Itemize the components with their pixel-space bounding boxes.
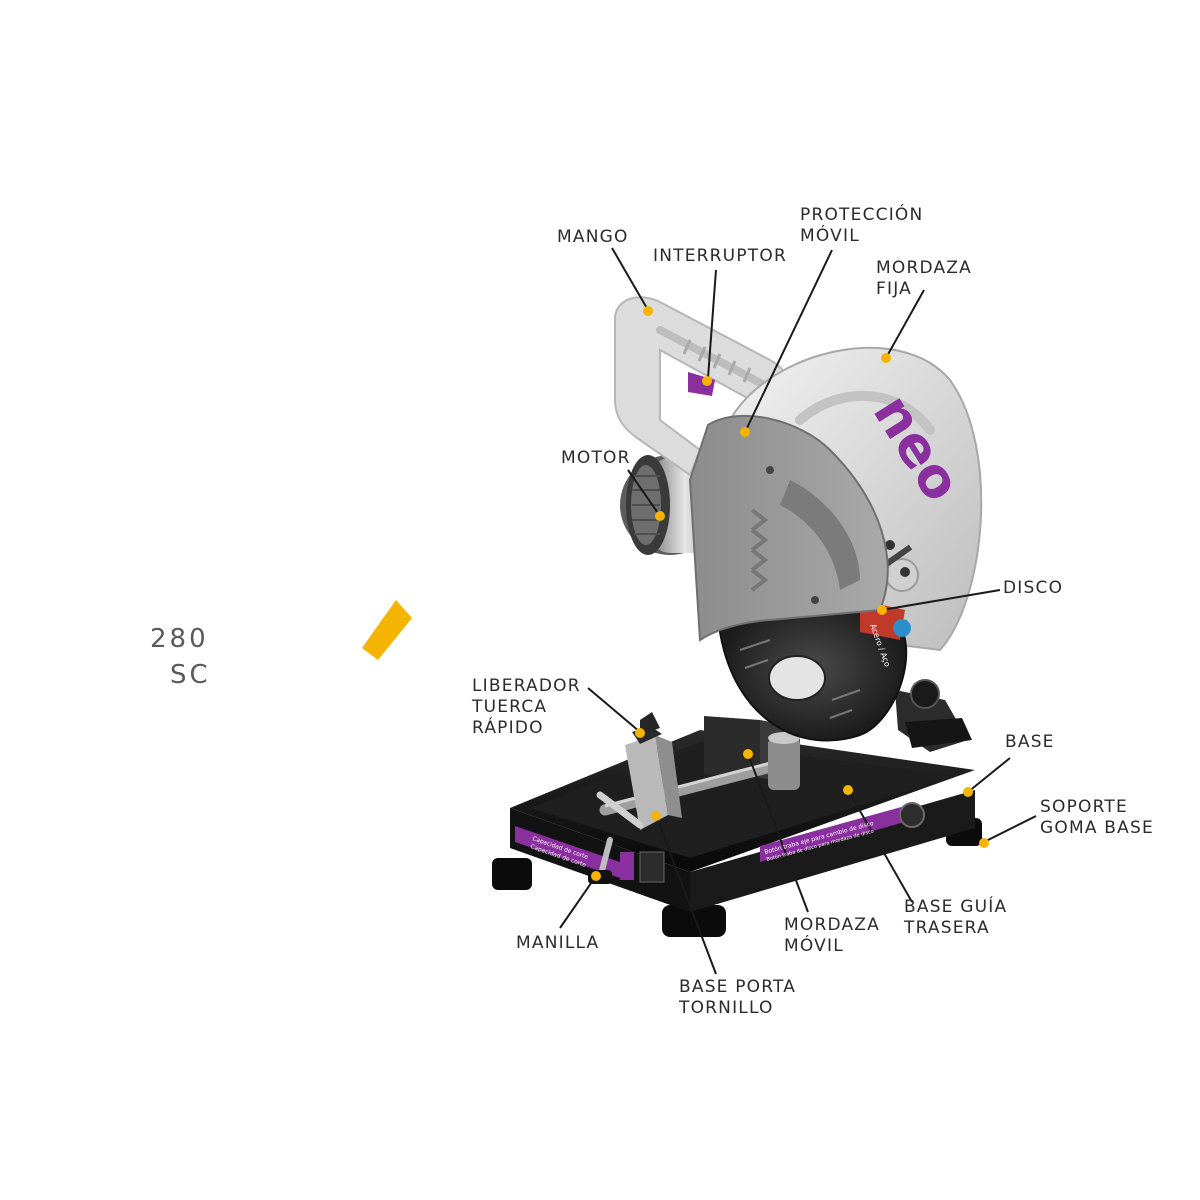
label-interruptor: INTERRUPTOR <box>653 246 787 266</box>
fragment-letters: SC <box>170 660 211 690</box>
label-mordaza-movil: MORDAZA MÓVIL <box>784 915 880 956</box>
leader-disco <box>881 589 1001 611</box>
label-manilla: MANILLA <box>516 933 600 953</box>
marker-manilla <box>591 871 601 881</box>
marker-base <box>963 787 973 797</box>
marker-proteccion <box>740 427 750 437</box>
movable-jaw <box>625 712 682 830</box>
leader-base-porta <box>655 815 717 975</box>
marker-base-guia <box>843 785 853 795</box>
vise-column <box>768 732 800 790</box>
label-motor: MOTOR <box>561 448 631 468</box>
label-base-guia-trasera: BASE GUÍA TRASERA <box>904 897 1008 938</box>
leader-base <box>967 757 1011 793</box>
label-base: BASE <box>1005 732 1055 752</box>
yellow-fragment-shape <box>362 600 412 660</box>
leader-proteccion <box>745 249 833 431</box>
leader-manilla <box>559 875 597 929</box>
marker-interruptor <box>702 376 712 386</box>
leader-mordaza-fija <box>885 289 925 359</box>
label-base-porta-tornillo: BASE PORTA TORNILLO <box>679 977 797 1018</box>
label-proteccion-movil: PROTECCIÓN MÓVIL <box>800 205 924 246</box>
leader-motor <box>627 469 661 517</box>
marker-soporte <box>979 838 989 848</box>
marker-disco <box>877 605 887 615</box>
leader-interruptor <box>707 269 717 379</box>
marker-base-porta <box>651 811 661 821</box>
leader-mordaza-movil <box>747 753 809 913</box>
label-mango: MANGO <box>557 227 629 247</box>
label-disco: DISCO <box>1003 578 1064 598</box>
leader-mango <box>611 247 649 311</box>
movable-guard <box>688 414 889 642</box>
leader-base-guia <box>847 789 913 903</box>
leader-soporte <box>983 815 1037 843</box>
leader-lines <box>559 247 1037 975</box>
marker-mordaza-movil <box>743 749 753 759</box>
marker-motor <box>655 511 665 521</box>
marker-dots <box>591 306 989 881</box>
leader-liberador <box>587 687 641 733</box>
fragment-number: 280 <box>150 624 209 654</box>
pivot-bracket <box>895 679 972 752</box>
marker-liberador <box>635 728 645 738</box>
label-liberador-tuerca-rapido: LIBERADOR TUERCA RÁPIDO <box>472 676 581 738</box>
marker-mordaza-fija <box>881 353 891 363</box>
marker-mango <box>643 306 653 316</box>
label-mordaza-fija: MORDAZA FIJA <box>876 258 972 299</box>
label-soporte-goma-base: SOPORTE GOMA BASE <box>1040 797 1154 838</box>
